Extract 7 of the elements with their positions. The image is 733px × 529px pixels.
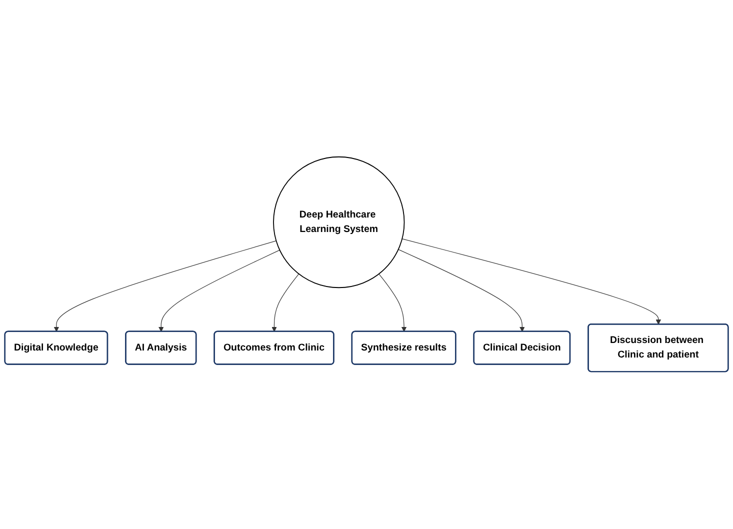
arrow [158, 250, 280, 332]
node-circle: Deep Healthcare Learning System [273, 156, 405, 288]
arrow [402, 238, 662, 325]
arrow [272, 274, 300, 332]
arrow [378, 274, 407, 332]
arrow [398, 249, 525, 332]
arrow [54, 240, 276, 332]
